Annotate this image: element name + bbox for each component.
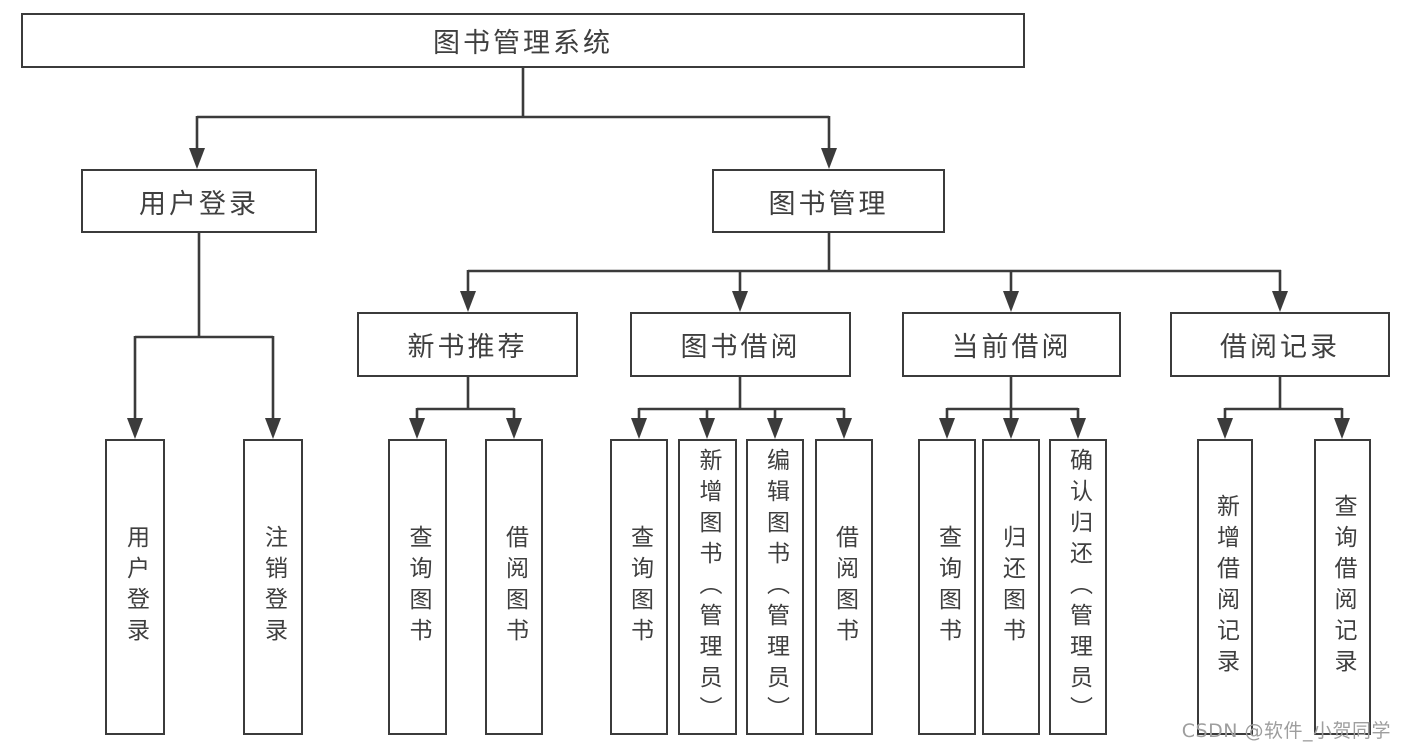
node-label: 查询图书 (934, 525, 961, 649)
node-borrow-books: 借阅图书 (815, 439, 873, 735)
node-new-book-recommendation: 新书推荐 (357, 312, 578, 377)
node-return-books: 归还图书 (982, 439, 1040, 735)
node-label: 图书管理系统 (433, 28, 613, 59)
node-label: 编辑图书（管理员） (762, 447, 789, 727)
node-label: 当前借阅 (951, 332, 1072, 363)
node-label: 确认归还（管理员） (1065, 447, 1092, 727)
node-add-borrowing-record: 新增借阅记录 (1197, 439, 1253, 735)
csdn-watermark: CSDN @软件_小贺同学 (1181, 720, 1391, 742)
node-label: 用户登录 (139, 188, 259, 220)
node-label: 查询借阅记录 (1330, 494, 1356, 680)
node-query-books-recommend: 查询图书 (388, 439, 447, 735)
node-borrow-books-recommend: 借阅图书 (485, 439, 543, 735)
node-borrowing-records: 借阅记录 (1170, 312, 1390, 377)
node-label: 查询图书 (626, 525, 653, 649)
node-query-borrowing-record: 查询借阅记录 (1314, 439, 1371, 735)
node-label: 新增借阅记录 (1212, 494, 1239, 680)
node-current-borrowing: 当前借阅 (902, 312, 1121, 377)
node-confirm-return-admin: 确认归还（管理员） (1049, 439, 1107, 735)
node-user-login-action: 用户登录 (105, 439, 165, 735)
node-label: 用户登录 (122, 525, 149, 649)
node-label: 图书管理 (768, 188, 889, 220)
node-label: 借阅图书 (831, 525, 858, 649)
node-logout: 注销登录 (243, 439, 303, 735)
node-label: 新书推荐 (407, 332, 528, 363)
node-label: 归还图书 (998, 525, 1025, 649)
node-book-borrowing: 图书借阅 (630, 312, 851, 377)
node-label: 借阅记录 (1220, 332, 1340, 363)
node-add-books-admin: 新增图书（管理员） (678, 439, 737, 735)
node-label: 注销登录 (260, 525, 287, 649)
node-label: 新增图书（管理员） (695, 447, 721, 727)
node-label: 图书借阅 (680, 332, 801, 363)
node-edit-books-admin: 编辑图书（管理员） (746, 439, 804, 735)
arrowheads (127, 148, 1350, 439)
node-user-login: 用户登录 (81, 169, 317, 233)
node-book-management: 图书管理 (712, 169, 945, 233)
node-library-management-system: 图书管理系统 (21, 13, 1025, 68)
node-query-books-borrow: 查询图书 (610, 439, 668, 735)
node-label: 查询图书 (405, 525, 431, 649)
node-label: 借阅图书 (501, 525, 528, 649)
node-query-books-current: 查询图书 (918, 439, 976, 735)
